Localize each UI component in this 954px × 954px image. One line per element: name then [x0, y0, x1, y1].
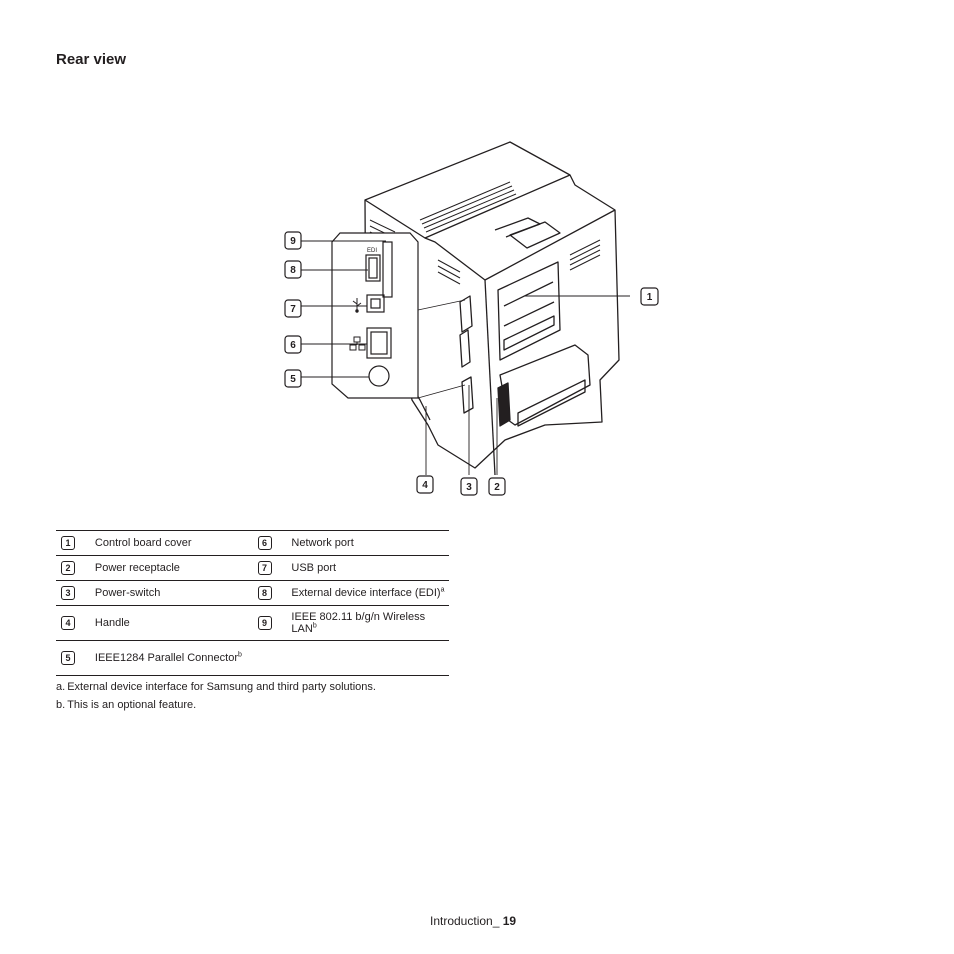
usb-icon	[352, 298, 362, 313]
legend-badge: 2	[61, 561, 75, 575]
footnote-ref: b	[312, 622, 317, 630]
edi-port-label: EDI	[367, 248, 377, 254]
legend-label: Power receptacle	[94, 562, 180, 574]
legend-badge: 8	[257, 586, 272, 600]
callout-2: 2	[494, 482, 500, 493]
callout-6: 6	[290, 340, 296, 351]
table-row: 2 Power receptacle 7 USB port	[56, 555, 449, 581]
table-row: 4 Handle 9 IEEE 802.11 b/g/n Wireless LA…	[56, 605, 449, 641]
legend-badge: 1	[61, 536, 75, 550]
section-title: Rear view	[56, 51, 127, 68]
footnote-ref: b	[238, 651, 242, 659]
legend-label: Power-switch	[94, 587, 161, 599]
callout-3: 3	[466, 482, 472, 493]
legend-badge: 7	[257, 561, 272, 575]
callout-8: 8	[290, 265, 296, 276]
legend-badge: 9	[257, 616, 272, 630]
page-footer: Introduction_ 19	[430, 914, 516, 928]
callout-9: 9	[290, 236, 296, 247]
network-icon	[349, 336, 366, 351]
legend-label: Network port	[291, 537, 354, 549]
legend-label: IEEE 802.11 b/g/n Wireless LAN	[291, 611, 426, 635]
footnote-a: a.External device interface for Samsung …	[56, 681, 376, 693]
legend-badge: 3	[61, 586, 75, 600]
printer-rear-view-illustration: EDI	[270, 130, 670, 500]
table-row: 3 Power-switch 8 External device interfa…	[56, 580, 449, 606]
legend-label: Control board cover	[94, 537, 192, 549]
callout-1: 1	[647, 292, 653, 303]
legend-badge: 4	[61, 616, 75, 630]
callout-7: 7	[290, 304, 296, 315]
callout-4: 4	[422, 480, 428, 491]
footnotes: a.External device interface for Samsung …	[56, 681, 376, 717]
legend-label: External device interface (EDI)	[291, 587, 441, 599]
callout-5: 5	[290, 374, 296, 385]
component-legend-table: 1 Control board cover 6 Network port 2 P…	[56, 530, 449, 676]
legend-label: Handle	[94, 617, 130, 629]
legend-label: IEEE1284 Parallel Connector	[94, 652, 238, 664]
footnote-ref: a	[440, 586, 445, 594]
footer-section: Introduction_	[430, 914, 500, 928]
table-row: 5 IEEE1284 Parallel Connectorb	[56, 640, 449, 676]
table-row: 1 Control board cover 6 Network port	[56, 530, 449, 556]
legend-badge: 6	[257, 536, 272, 550]
page-number: 19	[502, 914, 517, 928]
footnote-b: b.This is an optional feature.	[56, 699, 197, 711]
legend-badge: 5	[61, 651, 75, 665]
legend-label: USB port	[291, 562, 337, 574]
